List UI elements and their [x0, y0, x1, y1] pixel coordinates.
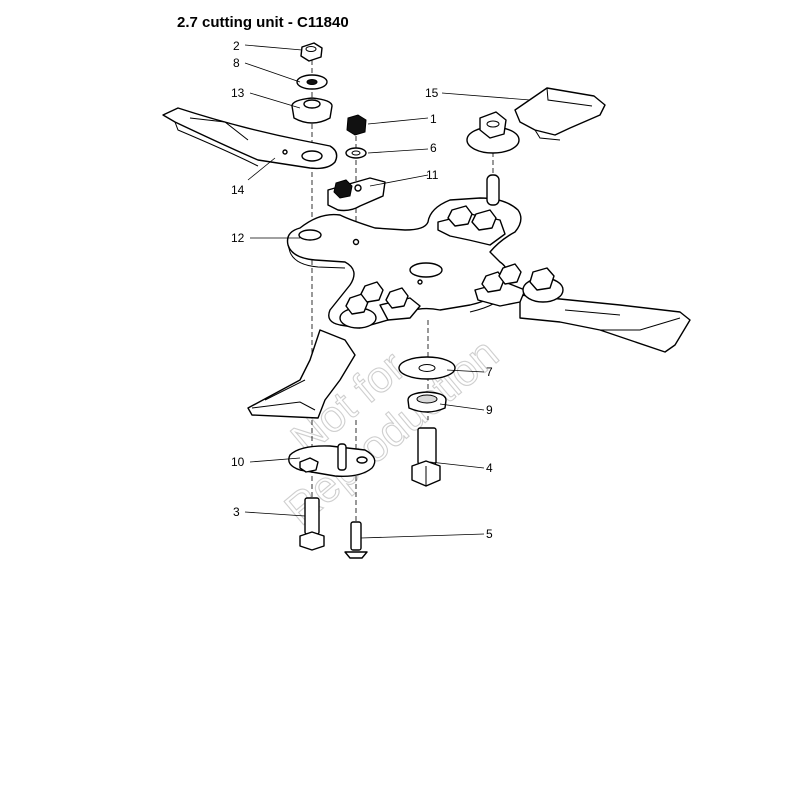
washer-6 — [345, 147, 367, 159]
spacer-9 — [407, 391, 447, 413]
callout-4: 4 — [486, 461, 493, 475]
callout-12: 12 — [231, 231, 245, 245]
callout-14: 14 — [231, 183, 245, 197]
page-title: 2.7 cutting unit - C11840 — [177, 14, 349, 31]
callout-5: 5 — [486, 527, 493, 541]
callout-labels: 2 8 13 15 1 6 14 11 12 7 9 10 4 3 5 — [231, 39, 493, 541]
washer-13 — [291, 97, 333, 124]
washer-8 — [296, 74, 328, 90]
callout-7: 7 — [486, 365, 493, 379]
blade-15 — [514, 87, 606, 141]
bracket-right-upper — [437, 205, 506, 246]
callout-11: 11 — [426, 168, 439, 182]
callout-10: 10 — [231, 455, 245, 469]
holder-15 — [466, 111, 520, 206]
bracket-11 — [327, 177, 386, 212]
callout-13: 13 — [231, 86, 245, 100]
bracket-left-lower — [339, 281, 421, 329]
callout-15: 15 — [425, 86, 439, 100]
callout-8: 8 — [233, 56, 240, 70]
nut-2 — [300, 42, 323, 62]
screw-5 — [344, 521, 368, 559]
callout-2: 2 — [233, 39, 240, 53]
callout-1: 1 — [430, 112, 437, 126]
plate-10 — [288, 443, 376, 478]
callout-9: 9 — [486, 403, 493, 417]
blade-14 — [162, 107, 338, 170]
blade-lower-right — [519, 294, 691, 353]
bolt-4 — [411, 427, 441, 487]
leader-lines — [244, 44, 531, 539]
bracket-right-lower — [474, 263, 564, 307]
nut-1 — [346, 114, 367, 136]
bolt-3 — [299, 497, 325, 551]
blade-lower-left — [247, 329, 356, 419]
callout-6: 6 — [430, 141, 437, 155]
callout-3: 3 — [233, 505, 240, 519]
washer-7 — [398, 356, 456, 380]
